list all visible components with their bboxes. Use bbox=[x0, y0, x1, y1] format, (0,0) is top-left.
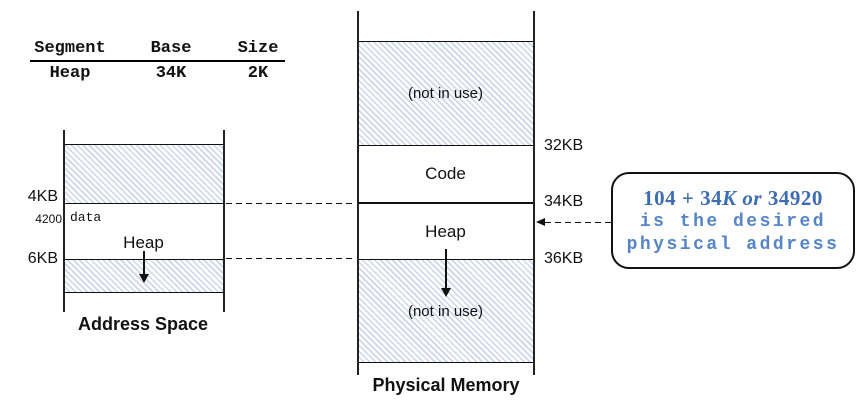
physical-memory-right-edge bbox=[533, 11, 535, 375]
formula-part-4: 34920 bbox=[767, 185, 823, 210]
marker-4kb: 4KB bbox=[27, 188, 58, 205]
physical-memory-title: Physical Memory bbox=[372, 375, 520, 395]
physical-memory-left-edge bbox=[357, 11, 359, 375]
marker-32kb: 32KB bbox=[544, 137, 584, 154]
marker-34kb: 34KB bbox=[544, 193, 584, 210]
segment-table-header-row: Segment Base Size bbox=[30, 39, 285, 62]
formula-part-1: 104 + 34 bbox=[643, 185, 723, 210]
col-header-base: Base bbox=[150, 39, 192, 58]
callout-formula-line: 104 + 34K or 34920 bbox=[643, 185, 823, 211]
offset-4200-label: 4200 bbox=[35, 212, 62, 226]
address-space-right-edge bbox=[223, 130, 225, 312]
cell-segment-size: 2K bbox=[247, 64, 269, 83]
callout-line-2: is the desired bbox=[639, 211, 827, 232]
down-arrow-icon bbox=[440, 288, 451, 297]
data-label: data bbox=[70, 210, 102, 225]
boundary-line-34kb bbox=[358, 202, 533, 204]
physical-memory-unused-top-region bbox=[358, 41, 533, 146]
physical-memory-heap-label: Heap bbox=[425, 222, 466, 241]
cell-segment-name: Heap bbox=[49, 64, 91, 83]
formula-part-2: K bbox=[722, 185, 737, 210]
address-space-title: Address Space bbox=[77, 314, 209, 334]
arrow-shaft bbox=[445, 249, 447, 288]
callout-line-3: physical address bbox=[626, 234, 840, 255]
code-region-label: Code bbox=[425, 164, 466, 183]
not-in-use-top-label: (not in use) bbox=[407, 85, 484, 102]
physical-address-callout: 104 + 34K or 34920 is the desired physic… bbox=[611, 172, 855, 269]
col-header-size: Size bbox=[237, 39, 279, 58]
mapping-dash-4kb-to-34kb bbox=[226, 202, 356, 205]
segment-table: Segment Base Size Heap 34K 2K bbox=[30, 39, 285, 83]
address-space-heap-label: Heap bbox=[123, 233, 164, 252]
marker-36kb: 36KB bbox=[544, 250, 584, 267]
marker-6kb: 6KB bbox=[27, 250, 58, 267]
arrow-dash-shaft bbox=[545, 221, 611, 224]
cell-segment-base: 34K bbox=[155, 64, 187, 83]
segment-table-data-row: Heap 34K 2K bbox=[30, 64, 285, 83]
mapping-dash-6kb-to-36kb bbox=[226, 257, 356, 260]
address-space-unused-top-region bbox=[64, 144, 223, 204]
left-arrow-icon bbox=[536, 218, 545, 226]
not-in-use-bottom-label: (not in use) bbox=[407, 303, 484, 320]
formula-part-3: or bbox=[736, 185, 768, 210]
arrow-shaft bbox=[143, 251, 145, 275]
down-arrow-icon bbox=[138, 274, 149, 283]
col-header-segment: Segment bbox=[34, 39, 106, 58]
address-space-left-edge bbox=[63, 130, 65, 312]
